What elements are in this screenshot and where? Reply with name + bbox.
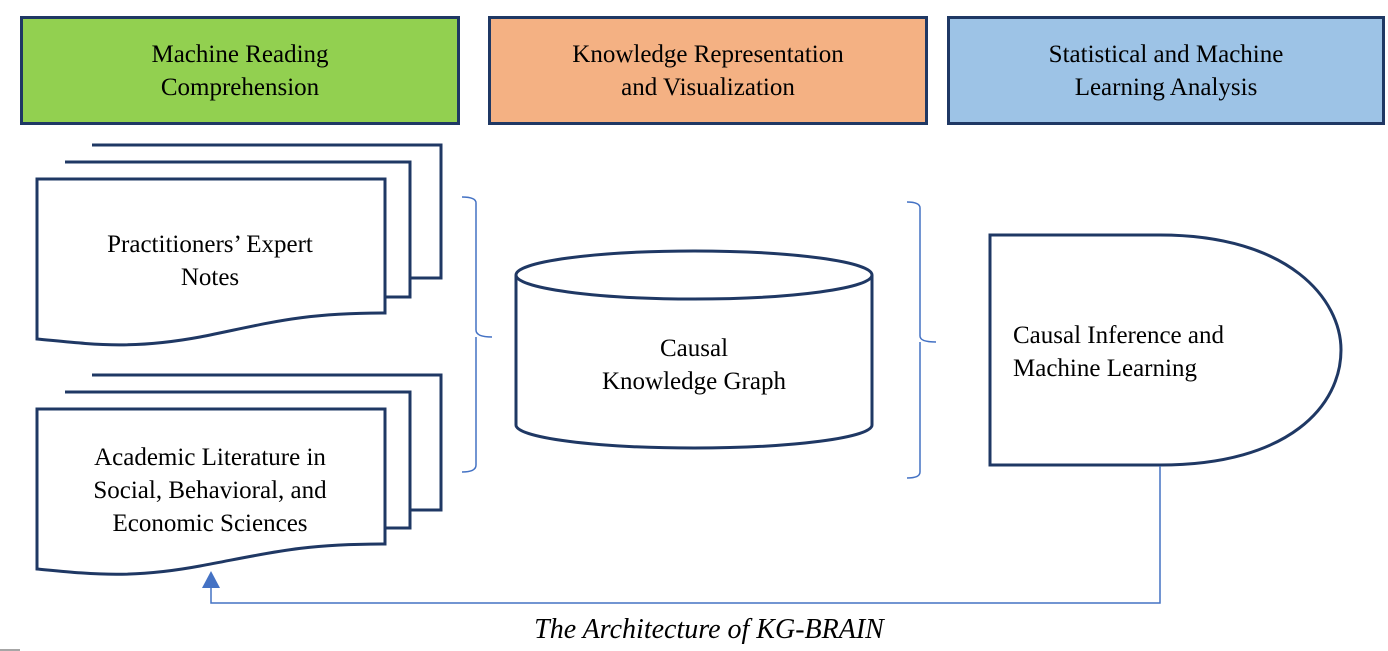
causal-inference-delay-shape bbox=[988, 233, 1343, 467]
label-line: Social, Behavioral, and bbox=[93, 477, 327, 504]
right-brace bbox=[906, 201, 937, 479]
causal-inference-label: Causal Inference and Machine Learning bbox=[1013, 319, 1333, 385]
arrowhead-up-icon bbox=[202, 571, 220, 588]
label-line: Machine Learning bbox=[1013, 355, 1197, 382]
header-machine-reading: Machine Reading Comprehension bbox=[20, 16, 460, 125]
header-statistical-ml: Statistical and Machine Learning Analysi… bbox=[947, 16, 1385, 125]
expert-notes-label: Practitioners’ Expert Notes bbox=[40, 228, 380, 294]
header-line: Learning Analysis bbox=[1074, 73, 1258, 101]
label-line: Economic Sciences bbox=[112, 510, 308, 537]
feedback-connector bbox=[210, 466, 1161, 604]
label-line: Academic Literature in bbox=[94, 444, 326, 471]
header-line: Knowledge Representation bbox=[572, 40, 844, 68]
header-line: Statistical and Machine bbox=[1048, 40, 1284, 68]
header-line: Comprehension bbox=[160, 73, 320, 101]
figure-caption: The Architecture of KG-BRAIN bbox=[534, 614, 884, 645]
header-knowledge-representation: Knowledge Representation and Visualizati… bbox=[488, 16, 928, 125]
academic-literature-label: Academic Literature in Social, Behaviora… bbox=[40, 441, 380, 540]
header-line: and Visualization bbox=[621, 73, 795, 101]
label-line: Knowledge Graph bbox=[602, 368, 786, 395]
label-line: Notes bbox=[180, 264, 240, 291]
label-line: Practitioners’ Expert bbox=[107, 231, 313, 258]
label-line: Causal Inference and bbox=[1013, 322, 1224, 349]
label-line: Causal bbox=[659, 335, 729, 362]
left-brace bbox=[461, 196, 493, 473]
document-front-page bbox=[35, 407, 387, 576]
expert-notes-document-stack bbox=[35, 143, 443, 347]
academic-literature-document-stack bbox=[35, 373, 443, 576]
document-front-page bbox=[35, 177, 387, 347]
header-line: Machine Reading bbox=[151, 40, 329, 68]
knowledge-graph-cylinder bbox=[514, 249, 874, 450]
knowledge-graph-label: Causal Knowledge Graph bbox=[520, 332, 868, 398]
